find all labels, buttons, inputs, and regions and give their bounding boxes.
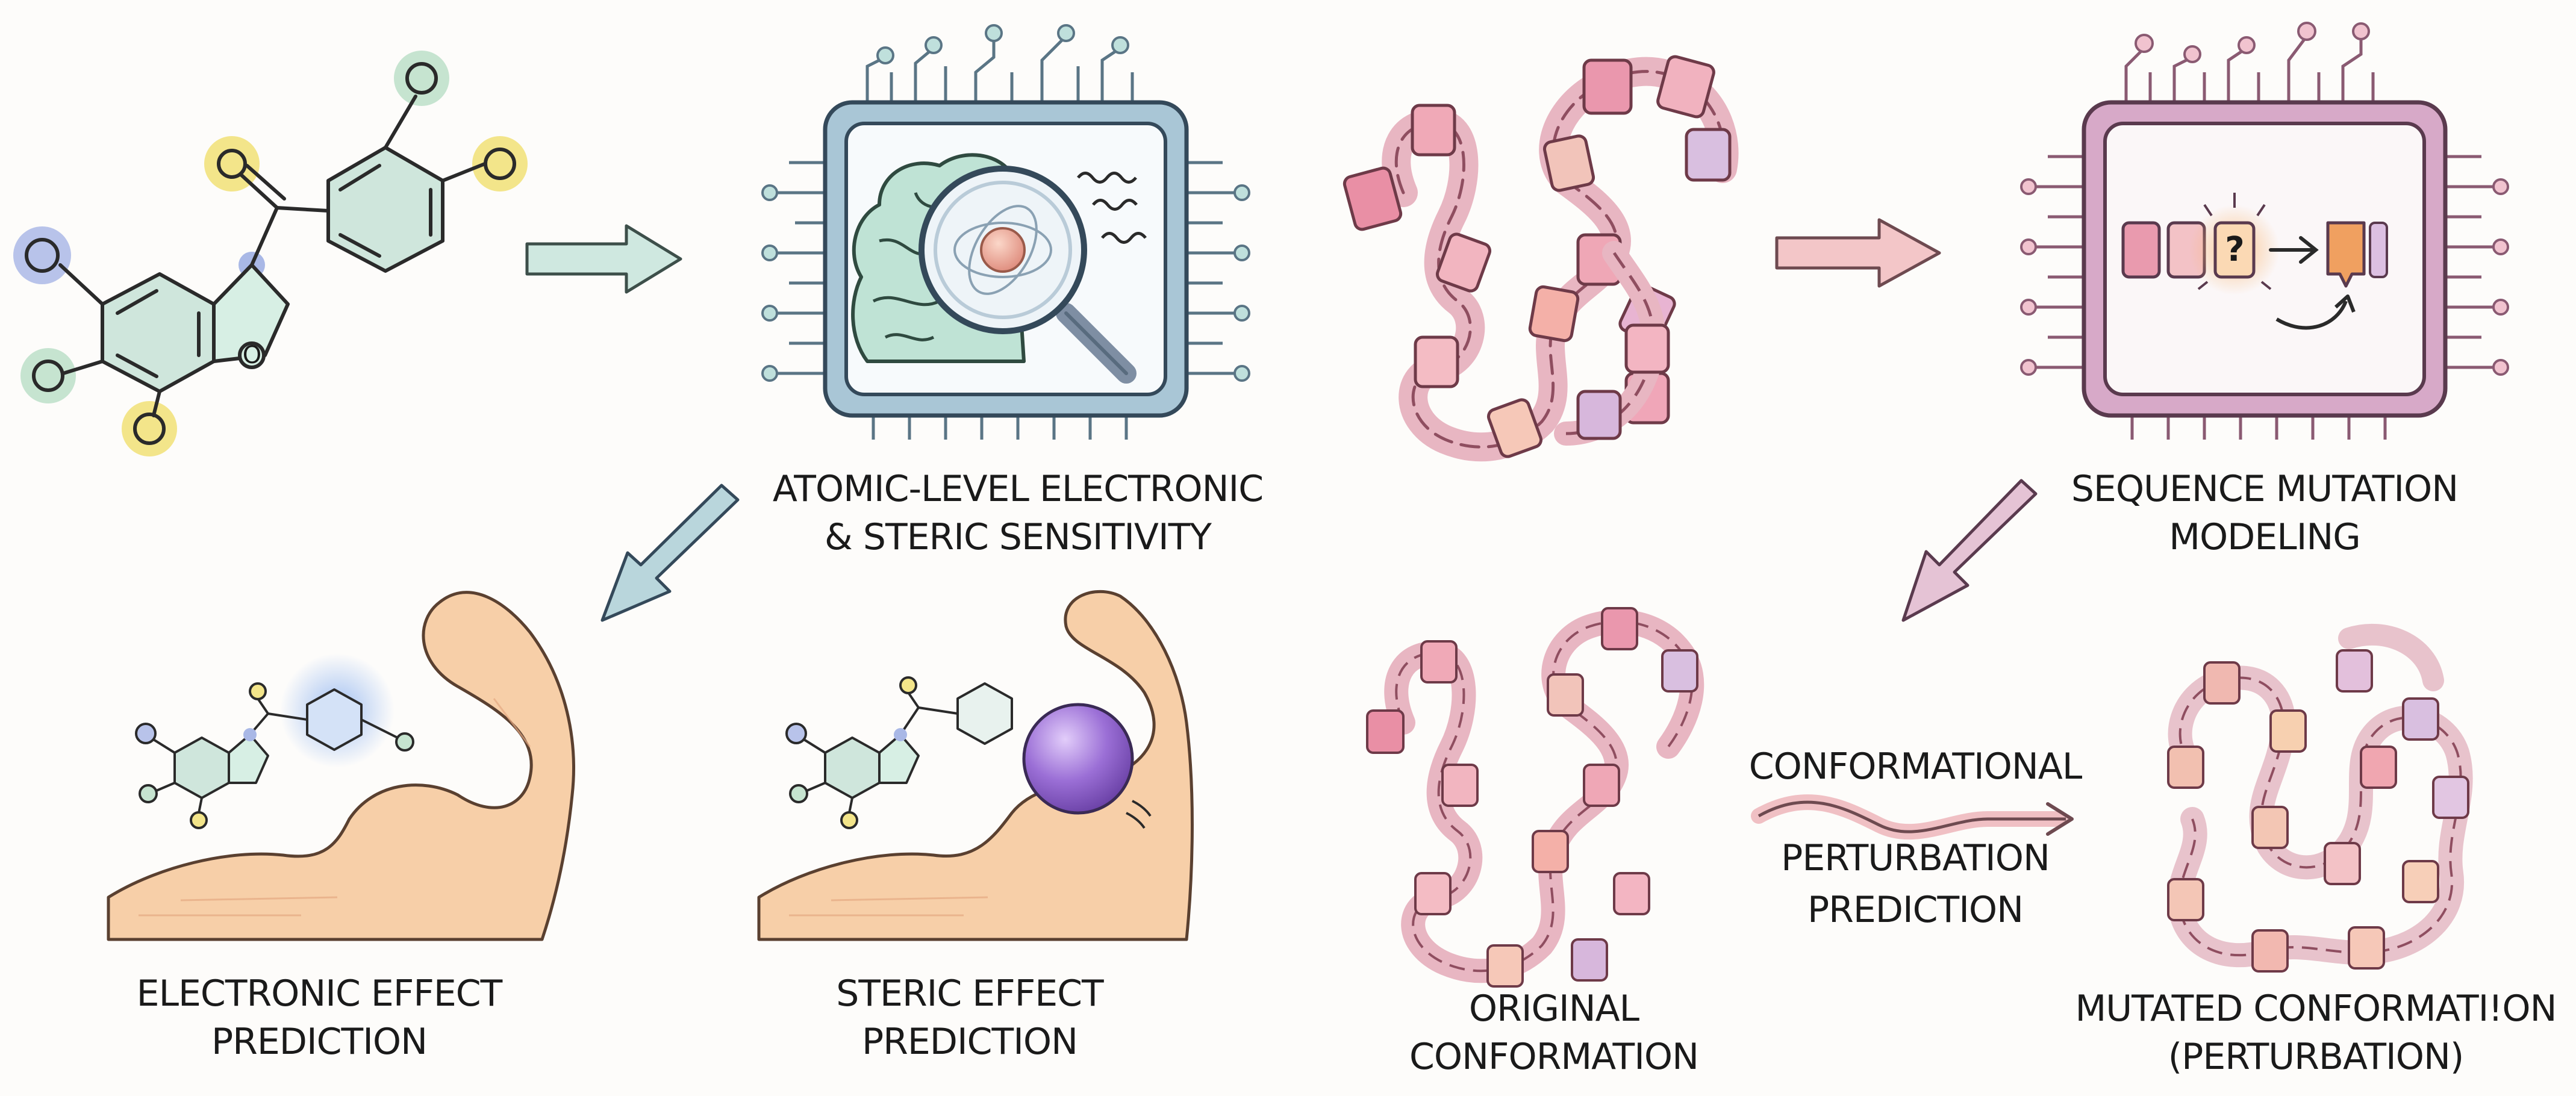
- original-conformation: [1366, 607, 1704, 988]
- ring-oxygen-letter: O: [242, 341, 261, 369]
- sequence-label-line-2: MODELING: [2169, 516, 2361, 558]
- atomic-sensitivity-chip: [761, 24, 1250, 440]
- sequence-mutation-chip: [2020, 22, 2509, 440]
- electronic-label-line-1: ELECTRONIC EFFECT: [136, 973, 503, 1015]
- electronic-effect-label: ELECTRONIC EFFECT PREDICTION: [120, 970, 518, 1066]
- conformational-label-line-2: PERTURBATION: [1781, 837, 2050, 879]
- electronic-effect-scene: [107, 591, 575, 941]
- atomic-sensitivity-label: ATOMIC-LEVEL ELECTRONIC & STERIC SENSITI…: [747, 465, 1289, 561]
- conformational-label-line-1: CONFORMATIONAL: [1748, 746, 2083, 788]
- sequence-mutation-label: SEQUENCE MUTATION MODELING: [2036, 465, 2493, 561]
- atomic-label-line-1: ATOMIC-LEVEL ELECTRONIC: [772, 468, 1264, 510]
- conformational-label-line-3: PREDICTION: [1807, 889, 2024, 931]
- mutated-conformation-label: MUTATED CONFORMATI!ON (PERTURBATION): [2060, 985, 2572, 1081]
- arrow-chip-to-predictions: [600, 484, 740, 622]
- steric-effect-label: STERIC EFFECT PREDICTION: [801, 970, 1138, 1066]
- conformational-perturbation-label: CONFORMATIONAL PERTURBATION PREDICTION: [1735, 741, 2096, 936]
- steric-label-line-2: PREDICTION: [861, 1021, 1078, 1063]
- arrow-molecule-to-chip: [525, 224, 682, 294]
- electronic-label-line-2: PREDICTION: [211, 1021, 428, 1063]
- mutated-label-line-2: (PERTURBATION): [2168, 1036, 2465, 1078]
- protein-ribbon-top: [1343, 55, 1739, 462]
- benzoxazole-molecule: [13, 51, 528, 456]
- steric-clash-sphere: [1022, 703, 1134, 815]
- steric-label-line-1: STERIC EFFECT: [836, 973, 1103, 1015]
- atomic-label-line-2: & STERIC SENSITIVITY: [825, 516, 1212, 558]
- mutated-conformation: [2167, 623, 2473, 973]
- mutated-label-line-1: MUTATED CONFORMATI!ON: [2075, 988, 2557, 1030]
- original-label-line-2: CONFORMATION: [1409, 1036, 1699, 1078]
- conformational-arrow: [1751, 794, 2074, 840]
- arrow-protein-to-chip: [1775, 218, 1941, 288]
- original-conformation-label: ORIGINAL CONFORMATION: [1385, 985, 1723, 1081]
- original-label-line-1: ORIGINAL: [1468, 988, 1639, 1030]
- sequence-label-line-1: SEQUENCE MUTATION: [2071, 468, 2459, 510]
- steric-effect-scene: [757, 590, 1194, 941]
- mutation-question-mark: ?: [2225, 230, 2244, 269]
- arrow-chip-to-conformations: [1901, 479, 2038, 622]
